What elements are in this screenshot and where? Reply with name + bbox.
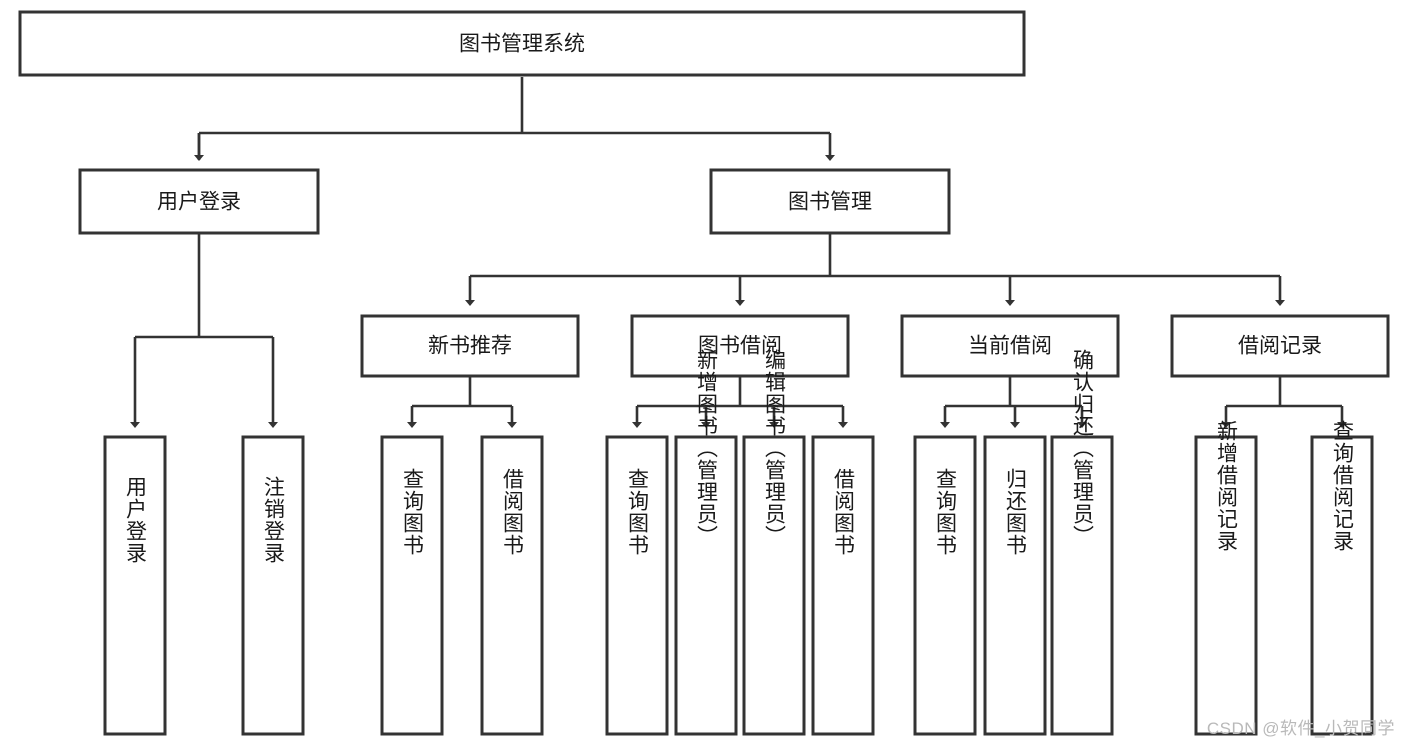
node-new-book-rec-box[interactable] (360, 314, 580, 378)
edge-layer (130, 77, 1347, 428)
node-leaf-borrow-book-1-box[interactable] (480, 435, 544, 736)
node-borrow-record-box[interactable] (1170, 314, 1390, 378)
edge-book-manage-bus (470, 234, 1280, 278)
node-leaf-query-record[interactable]: 查询借阅记录 (1310, 420, 1374, 736)
node-leaf-edit-book-box[interactable] (742, 435, 806, 736)
node-new-book-rec[interactable]: 新书推荐 (360, 314, 580, 378)
node-user-login-box[interactable] (78, 168, 320, 235)
node-leaf-logout[interactable]: 注销登录 (241, 435, 305, 736)
node-book-manage-box[interactable] (709, 168, 951, 235)
node-leaf-query-record-label: 查询借阅记录 (1331, 420, 1355, 552)
node-leaf-add-record[interactable]: 新增借阅记录 (1194, 420, 1258, 736)
node-leaf-return-book[interactable]: 归还图书 (983, 435, 1047, 736)
node-leaf-borrow-book-2-label: 借阅图书 (832, 468, 856, 556)
node-leaf-query-book-3-label: 查询图书 (934, 468, 958, 556)
node-leaf-edit-book[interactable]: 编辑图书（管理员） (742, 349, 806, 736)
node-book-manage[interactable]: 图书管理 (709, 168, 951, 235)
node-book-borrow[interactable]: 图书借阅 (630, 314, 850, 378)
node-leaf-return-book-box[interactable] (983, 435, 1047, 736)
node-new-book-rec-label: 新书推荐 (428, 335, 512, 358)
node-leaf-user-login-box[interactable] (103, 435, 167, 736)
node-leaf-add-record-box[interactable] (1194, 435, 1258, 736)
node-leaf-query-book-3-box[interactable] (913, 435, 977, 736)
node-leaf-logout-label: 注销登录 (262, 476, 286, 564)
node-root-label: 图书管理系统 (459, 33, 585, 56)
node-leaf-confirm-return-box[interactable] (1050, 435, 1114, 736)
node-leaf-query-record-box[interactable] (1310, 435, 1374, 736)
node-leaf-borrow-book-2-box[interactable] (811, 435, 875, 736)
node-leaf-query-book-3[interactable]: 查询图书 (913, 435, 977, 736)
node-borrow-record[interactable]: 借阅记录 (1170, 314, 1390, 378)
node-root[interactable]: 图书管理系统 (18, 10, 1026, 77)
node-leaf-query-book-2[interactable]: 查询图书 (605, 435, 669, 736)
edge-root-bus (197, 77, 830, 160)
node-book-manage-label: 图书管理 (788, 191, 872, 214)
node-leaf-user-login[interactable]: 用户登录 (103, 435, 167, 736)
edge-book-borrow-bus (637, 376, 843, 408)
edge-current-borrow-bus (945, 376, 1082, 408)
csdn-watermark: CSDN @软件_小贺同学 (1206, 719, 1395, 738)
node-user-login[interactable]: 用户登录 (78, 168, 320, 235)
node-leaf-query-book-2-label: 查询图书 (626, 468, 650, 556)
node-leaf-confirm-return-label: 确认归还（管理员） (1071, 349, 1095, 547)
node-leaf-user-login-label: 用户登录 (124, 476, 148, 564)
node-leaf-add-book-box[interactable] (674, 435, 738, 736)
edge-new-book-rec-bus (412, 376, 512, 408)
node-leaf-edit-book-label: 编辑图书（管理员） (763, 349, 787, 547)
node-book-borrow-box[interactable] (630, 314, 850, 378)
edge-user-login-bus (135, 234, 273, 339)
node-leaf-query-book-2-box[interactable] (605, 435, 669, 736)
node-leaf-add-book-label: 新增图书（管理员） (695, 349, 719, 547)
node-book-borrow-label: 图书借阅 (698, 335, 782, 358)
node-current-borrow-box[interactable] (900, 314, 1120, 378)
node-leaf-confirm-return[interactable]: 确认归还（管理员） (1050, 349, 1114, 736)
node-root-box[interactable] (18, 10, 1026, 77)
edge-borrow-record-bus (1226, 376, 1342, 408)
node-leaf-borrow-book-2[interactable]: 借阅图书 (811, 435, 875, 736)
node-user-login-label: 用户登录 (157, 191, 241, 214)
node-current-borrow[interactable]: 当前借阅 (900, 314, 1120, 378)
node-leaf-add-book[interactable]: 新增图书（管理员） (674, 349, 738, 736)
node-leaf-query-book-1-box[interactable] (380, 435, 444, 736)
node-current-borrow-label: 当前借阅 (968, 335, 1052, 358)
node-leaf-borrow-book-1[interactable]: 借阅图书 (480, 435, 544, 736)
node-leaf-return-book-label: 归还图书 (1004, 468, 1028, 556)
node-leaf-query-book-1-label: 查询图书 (401, 468, 425, 556)
node-leaf-query-book-1[interactable]: 查询图书 (380, 435, 444, 736)
node-leaf-add-record-label: 新增借阅记录 (1215, 420, 1239, 552)
node-borrow-record-label: 借阅记录 (1238, 335, 1322, 358)
node-leaf-logout-box[interactable] (241, 435, 305, 736)
node-leaf-borrow-book-1-label: 借阅图书 (501, 468, 525, 556)
